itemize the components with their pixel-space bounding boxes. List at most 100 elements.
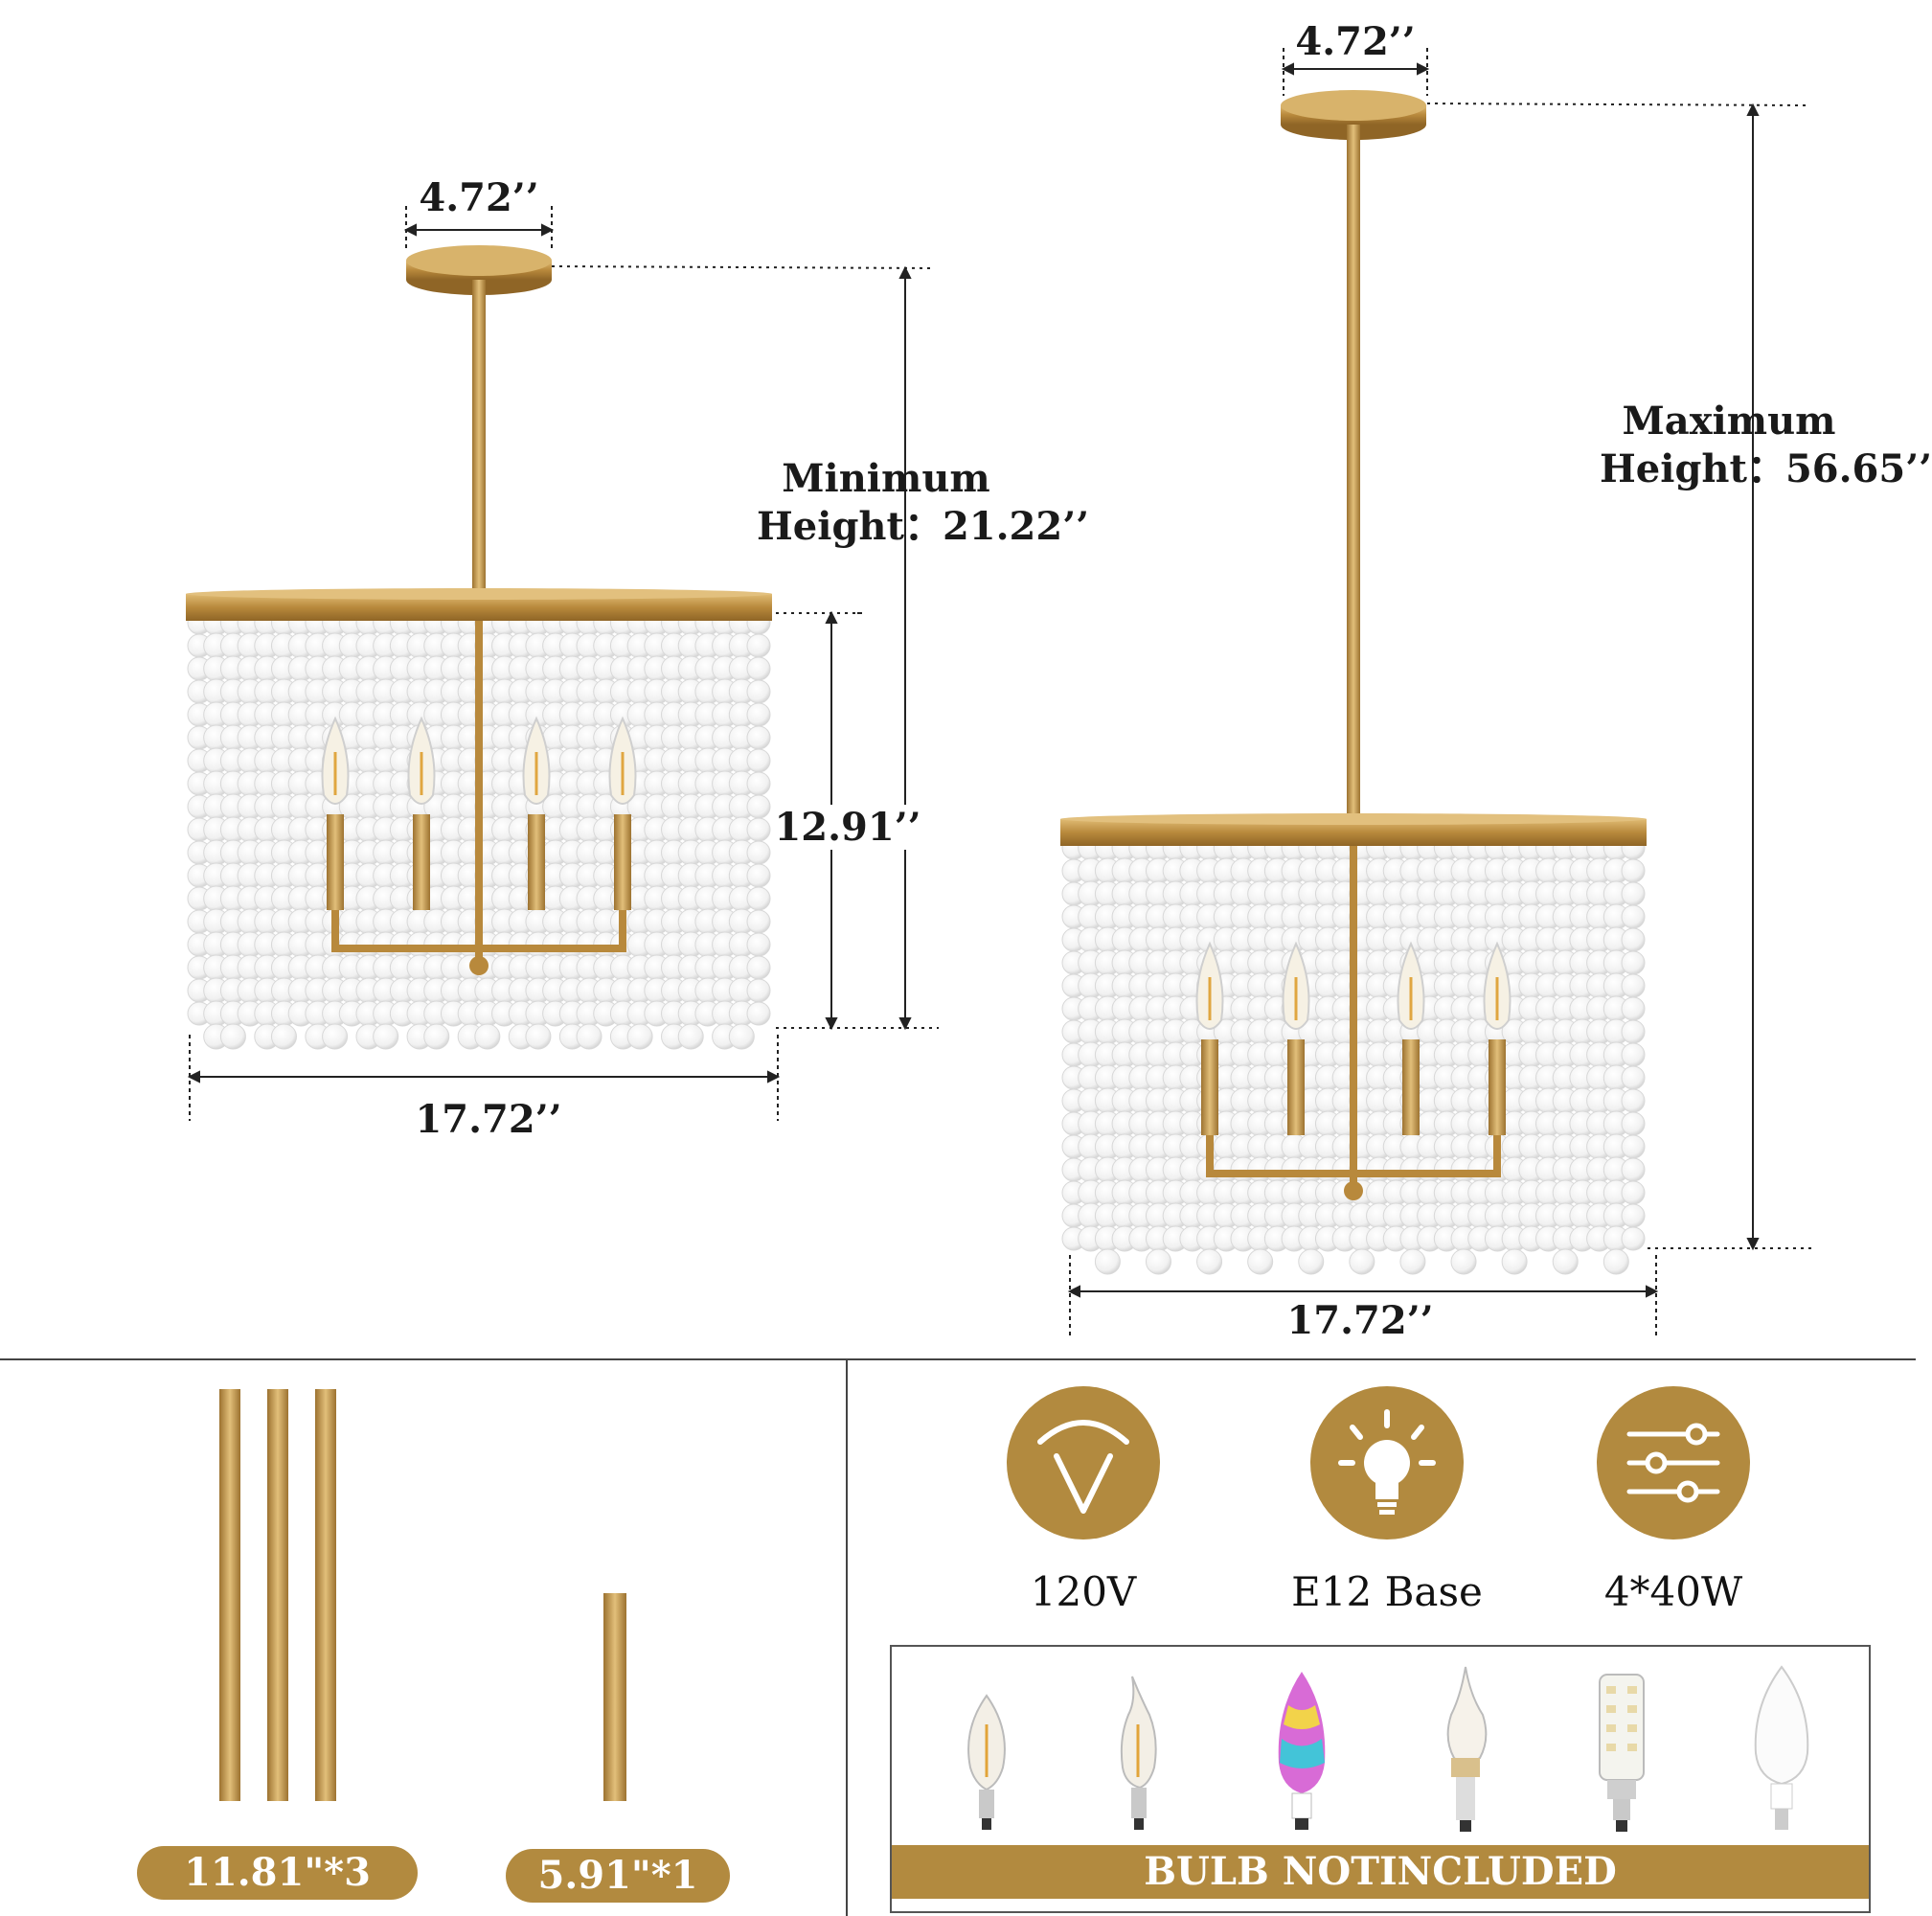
right-candle-sleeve [1489, 1039, 1506, 1135]
long-rod [267, 1389, 288, 1801]
right-finial [1344, 1181, 1363, 1200]
right-bead [1602, 1248, 1629, 1275]
right-bead [1621, 1226, 1646, 1251]
right-bead [1621, 904, 1646, 929]
left-bead [746, 863, 771, 888]
left-finial [469, 956, 489, 975]
right-canopy-top [1281, 90, 1426, 121]
right-height-arrow-head-end [1746, 1238, 1760, 1251]
left-arms [331, 594, 626, 958]
left-height-arrow-head-start [898, 265, 912, 279]
right-max-height-label: Maximum Height：56.65’’ [1600, 398, 1932, 493]
left-bead [746, 794, 771, 819]
left-height-guide [551, 265, 935, 269]
left-bead-strand [728, 609, 755, 1050]
right-bead [1298, 1248, 1325, 1275]
short-rod-label: 5.91"*1 [506, 1849, 730, 1903]
left-bead [373, 1023, 399, 1050]
right-bead [1621, 1042, 1646, 1067]
right-rod [1347, 125, 1360, 819]
right-bead [1399, 1248, 1426, 1275]
right-bead [1145, 1248, 1171, 1275]
right-bead [1552, 1248, 1579, 1275]
fixture-drawings [186, 48, 1815, 1336]
left-fixture [186, 245, 772, 1050]
left-height-arrow-head-end [898, 1017, 912, 1031]
right-bead [1621, 950, 1646, 975]
left-bead [270, 1023, 297, 1050]
right-height-label-line1: Maximum [1622, 399, 1836, 444]
left-height-label-line1: Minimum [782, 456, 990, 501]
left-candle-sleeve [614, 814, 631, 910]
left-bead [746, 955, 771, 980]
bulb-compatibility-box [890, 1645, 1871, 1913]
left-candle-sleeve [528, 814, 545, 910]
left-shade-height: 12.91’’ [771, 805, 924, 850]
long-rod [219, 1389, 240, 1801]
right-bead [1621, 996, 1646, 1021]
right-bead [1621, 1111, 1646, 1136]
right-canopy-width: 4.72’’ [1295, 19, 1416, 64]
left-bead [746, 1001, 771, 1026]
right-bead [1247, 1248, 1274, 1275]
left-bead-strand [491, 609, 518, 1027]
right-bead [1621, 1019, 1646, 1044]
left-bead [746, 656, 771, 681]
voltage-label: 120V [1030, 1568, 1137, 1615]
right-bead [1621, 1088, 1646, 1113]
right-bead [1621, 1180, 1646, 1205]
left-bead [746, 679, 771, 704]
left-shade-arrow-head-end [825, 1017, 838, 1031]
left-bead [474, 1023, 501, 1050]
right-ring-top [1060, 813, 1647, 825]
left-bead [746, 817, 771, 842]
bulb-icon [1310, 1386, 1464, 1540]
bottom-divider [0, 1358, 1916, 1360]
left-diameter: 17.72’’ [415, 1097, 562, 1142]
left-bead [626, 1023, 653, 1050]
left-diameter-line-head-start [187, 1070, 200, 1083]
right-bead-strand [1621, 835, 1646, 1251]
left-min-height-label: Minimum Height：21.22’’ [757, 455, 1090, 551]
right-bead [1094, 1248, 1121, 1275]
panel-divider [846, 1358, 848, 1916]
long-rod-label: 11.81"*3 [137, 1846, 418, 1900]
left-candle-sleeve [327, 814, 344, 910]
right-candle-sleeve [1287, 1039, 1305, 1135]
left-canopy-width-line-head-end [541, 223, 555, 237]
right-canopy-width-line-head-end [1417, 62, 1430, 76]
left-bead [746, 840, 771, 865]
left-bead [576, 1023, 602, 1050]
left-bead [219, 1023, 246, 1050]
right-height-arrow-head-start [1746, 103, 1760, 116]
left-bead [728, 1023, 755, 1050]
right-bead [1621, 1203, 1646, 1228]
left-candle-sleeve [413, 814, 430, 910]
left-canopy-width: 4.72’’ [419, 175, 539, 220]
left-shade-arrow-head-start [825, 610, 838, 624]
left-rod [472, 280, 486, 594]
left-bead [746, 748, 771, 773]
left-bead [746, 886, 771, 911]
right-bead [1621, 1134, 1646, 1159]
right-height-guide [1426, 103, 1807, 106]
left-height-label-line2: Height：21.22’’ [757, 504, 1090, 549]
right-diameter-line-head-start [1067, 1285, 1080, 1298]
right-canopy-width-line-head-start [1281, 62, 1294, 76]
left-bead [423, 1023, 450, 1050]
left-bead [746, 978, 771, 1003]
right-bead [1349, 1248, 1375, 1275]
wattage-label: 4*40W [1603, 1568, 1743, 1615]
right-fixture [1060, 90, 1647, 1275]
right-bead [1621, 881, 1646, 906]
right-bead [1621, 973, 1646, 998]
left-bead [746, 725, 771, 750]
left-bead [746, 932, 771, 957]
voltage-icon [1007, 1386, 1160, 1540]
right-height-label-line2: Height：56.65’’ [1600, 446, 1932, 491]
right-diameter-line-head-end [1646, 1285, 1659, 1298]
left-canopy-width-line-head-start [403, 223, 417, 237]
right-bead [1621, 927, 1646, 952]
right-bead [1501, 1248, 1528, 1275]
left-bead [746, 702, 771, 727]
